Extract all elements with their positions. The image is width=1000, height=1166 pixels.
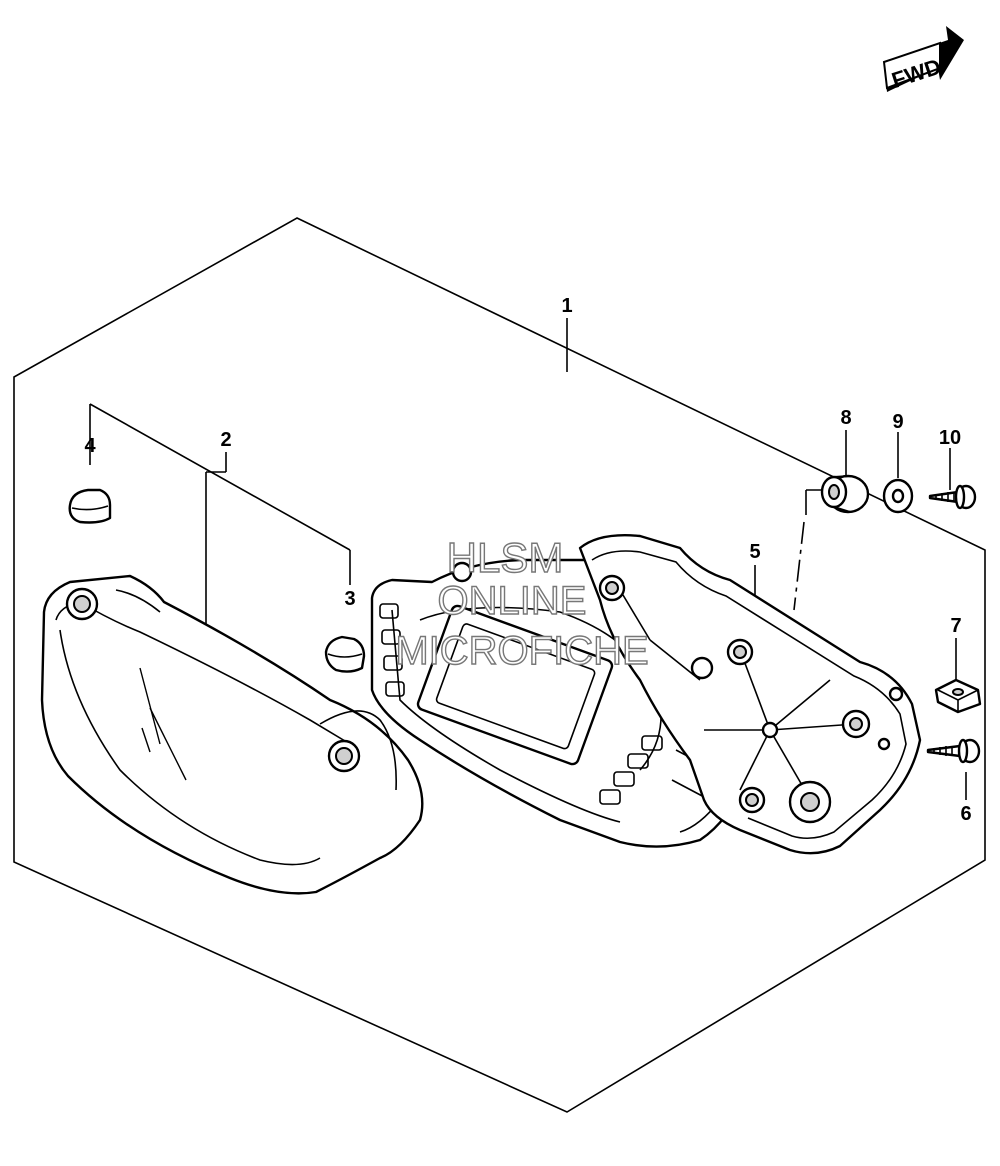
leader-lines (89, 318, 967, 800)
callout-1: 1 (561, 295, 572, 317)
part-4-cap (68, 488, 112, 524)
part-10-screw (928, 484, 977, 510)
callout-10: 10 (939, 427, 961, 449)
callout-9: 9 (892, 411, 903, 433)
fwd-arrow-icon: FWD (882, 26, 964, 93)
rear-case-ribs (619, 589, 857, 793)
callout-2: 2 (220, 429, 231, 451)
callout-4: 4 (84, 435, 96, 457)
part-8-grommet (820, 474, 870, 514)
part-2-meter-cover (40, 574, 424, 895)
part-9-washer (882, 478, 914, 514)
callout-labels: 1 2 3 4 5 6 7 8 9 10 (84, 295, 971, 825)
meter-buttons (379, 603, 663, 805)
assembly-outline (13, 217, 986, 1113)
part-7-clip-nut (934, 678, 982, 714)
watermark-line-1: HLSM (447, 534, 564, 581)
callout-3: 3 (344, 588, 355, 610)
watermark-line-3: MICROFICHE (395, 629, 648, 673)
part-3-cap (324, 635, 366, 673)
callout-6: 6 (960, 803, 971, 825)
callout-7: 7 (950, 615, 961, 637)
part-5-rear-case (578, 534, 922, 855)
callout-5: 5 (749, 541, 760, 563)
watermark: HLSM ONLINE MICROFICHE (395, 533, 650, 673)
watermark-line-2: ONLINE (438, 579, 587, 623)
callout-8: 8 (840, 407, 851, 429)
part-6-screw (926, 738, 981, 764)
